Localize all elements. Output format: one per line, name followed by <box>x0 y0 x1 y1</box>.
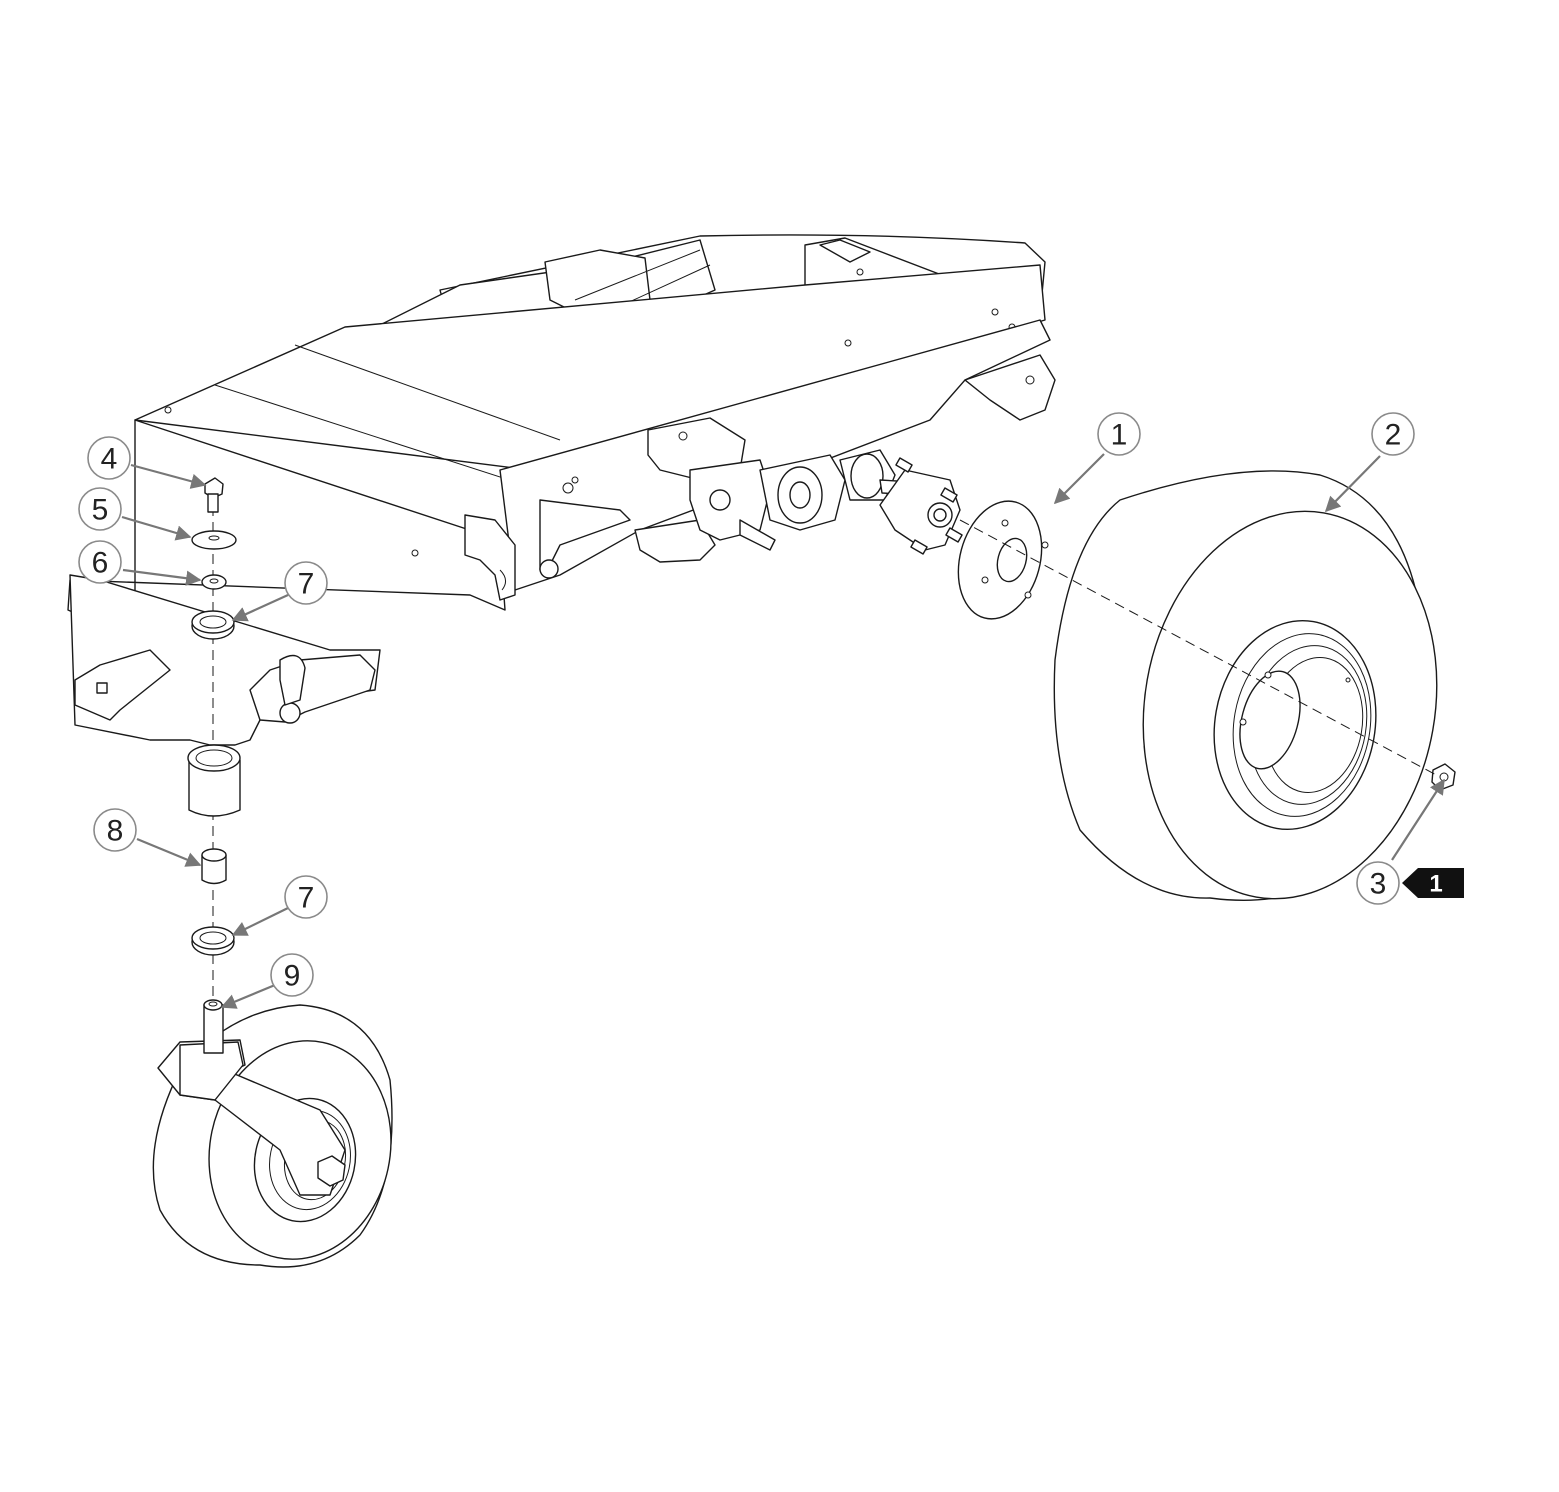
leader-7b <box>231 907 289 936</box>
callout-7-upper: 7 <box>284 561 328 605</box>
bolt-part <box>204 477 224 513</box>
callout-4: 4 <box>87 436 131 480</box>
callout-label: 4 <box>101 443 118 476</box>
leader-5 <box>121 515 192 541</box>
rear-axle-centerline <box>959 519 1441 778</box>
spacer-part <box>201 848 227 885</box>
callout-6: 6 <box>78 540 122 584</box>
callout-label: 2 <box>1385 419 1402 452</box>
leader-7a <box>231 593 289 622</box>
callout-1: 1 <box>1097 412 1141 456</box>
callout-label: 5 <box>92 494 109 527</box>
callout-7-lower: 7 <box>284 875 328 919</box>
callout-label: 6 <box>92 547 109 580</box>
callout-label: 3 <box>1370 868 1387 901</box>
callout-9: 9 <box>270 953 314 997</box>
callout-3: 3 <box>1356 861 1400 905</box>
callout-label: 1 <box>1111 419 1128 452</box>
leader-8 <box>136 837 202 867</box>
rear-wheel-part <box>1053 470 1438 901</box>
hub-plate-part <box>957 500 1049 620</box>
note-tag-label: 1 <box>1429 871 1442 898</box>
washer-large-part <box>191 530 237 550</box>
callout-label: 7 <box>298 882 315 915</box>
callout-8: 8 <box>93 808 137 852</box>
callout-label: 7 <box>298 568 315 601</box>
caster-wheel-part <box>152 999 393 1268</box>
callout-label: 8 <box>107 815 124 848</box>
leader-3 <box>1391 778 1445 861</box>
bearing-upper-part <box>191 610 235 640</box>
bearing-lower-part <box>191 926 235 956</box>
caster-tube-part <box>187 744 241 817</box>
lug-nut-part <box>1431 763 1456 791</box>
mower-frame <box>67 234 1056 746</box>
callout-5: 5 <box>78 487 122 531</box>
callout-2: 2 <box>1371 412 1415 456</box>
leader-4 <box>130 463 207 489</box>
washer-small-part <box>201 574 227 590</box>
leader-lines <box>121 453 1445 1009</box>
leader-1 <box>1053 453 1105 505</box>
leader-9 <box>220 983 276 1009</box>
note-tag: 1 <box>1402 868 1464 898</box>
leader-2 <box>1324 455 1381 513</box>
callout-label: 9 <box>284 960 301 993</box>
callouts: 1 2 3 4 5 6 7 7 <box>78 412 1415 997</box>
leader-6 <box>122 568 202 586</box>
